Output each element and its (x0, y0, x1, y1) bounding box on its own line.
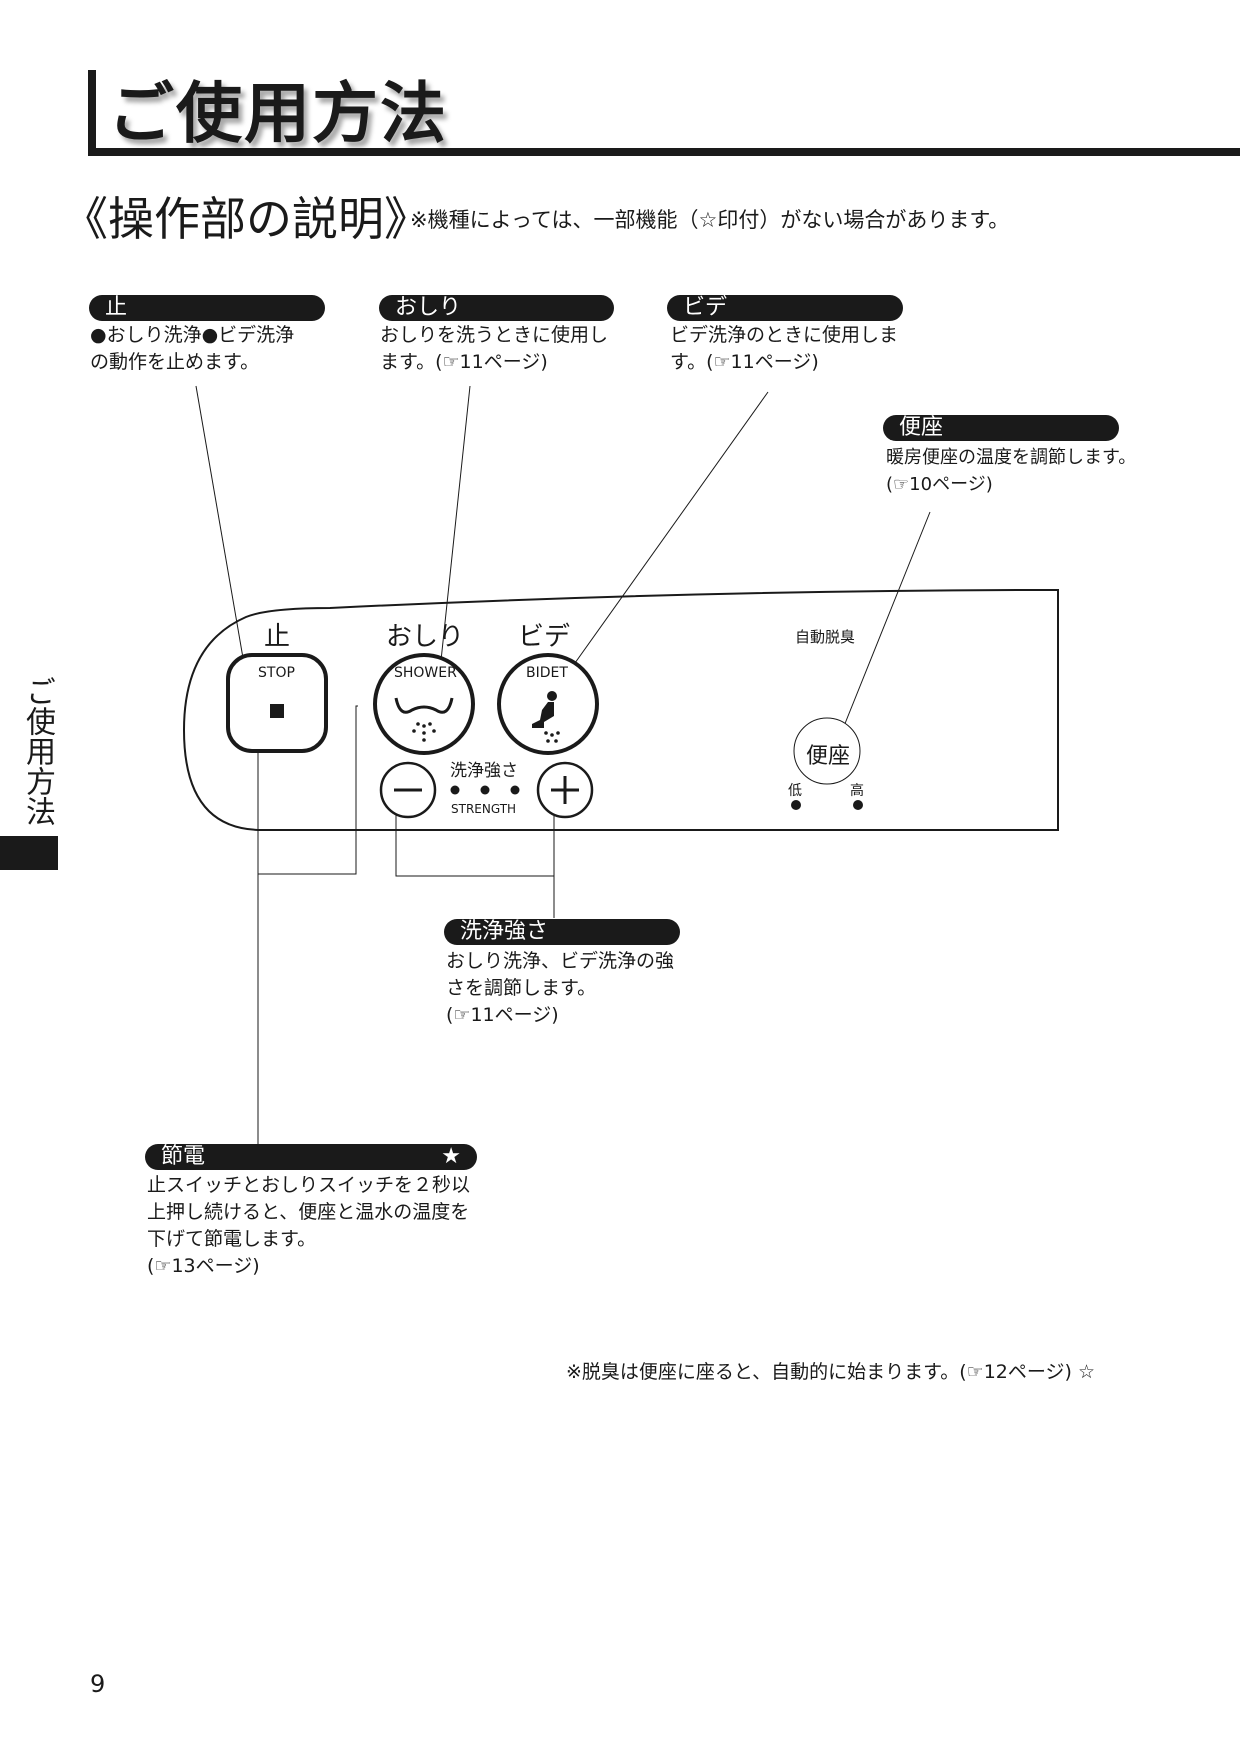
desc-line: (☞11ページ) (446, 1004, 559, 1026)
bidet-icon (532, 691, 560, 743)
callout-desc-strength: おしり洗浄、ビデ洗浄の強 さを調節します。 (☞11ページ) (446, 948, 674, 1029)
stop-square-icon (270, 704, 284, 718)
strength-dot (450, 785, 460, 795)
leader-power-save (257, 705, 358, 1144)
side-tab-label: ご使用方法 (20, 676, 55, 826)
leader-seat (839, 511, 931, 737)
deodorize-note: ※脱臭は便座に座ると、自動的に始まります。(☞12ページ) ☆ (566, 1361, 1095, 1383)
callout-desc-stop: ●おしり洗浄●ビデ洗浄 の動作を止めます。 (90, 322, 294, 376)
desc-line: す。(☞11ページ) (670, 351, 819, 373)
callout-desc-shower: おしりを洗うときに使用し ます。(☞11ページ) (380, 322, 608, 376)
page-number: 9 (90, 1670, 106, 1698)
header-rule (88, 148, 1240, 156)
bidet-button-label: ビデ (518, 622, 571, 652)
plus-icon (551, 776, 579, 804)
desc-line: (☞13ページ) (147, 1255, 260, 1277)
shower-button-sublabel[interactable]: SHOWER (394, 665, 457, 681)
desc-line: の動作を止めます。 (90, 351, 260, 373)
seat-button-shape (793, 717, 861, 785)
header-accent-bar (88, 70, 96, 156)
desc-line: さを調節します。 (446, 977, 597, 999)
stop-button-shape (226, 653, 328, 753)
section-note: ※機種によっては、一部機能（☆印付）がない場合があります。 (410, 208, 1010, 232)
desc-line: ●おしり洗浄●ビデ洗浄 (90, 324, 295, 346)
seat-high-dot (853, 800, 863, 810)
callout-label-text: ビデ (683, 295, 728, 320)
control-panel-outline (182, 588, 1059, 831)
shower-button-shape (373, 653, 475, 755)
stop-button-sublabel[interactable]: STOP (258, 665, 295, 681)
strength-sublabel: STRENGTH (451, 802, 517, 816)
desc-line: おしり洗浄、ビデ洗浄の強 (446, 950, 675, 972)
callout-label-text: 便座 (899, 415, 944, 440)
seat-high-label: 高 (850, 783, 864, 799)
deodorize-label: 自動脱臭 (795, 628, 856, 646)
stop-button-label: 止 (264, 622, 291, 652)
bidet-button-sublabel[interactable]: BIDET (526, 665, 568, 681)
leader-strength (395, 810, 555, 877)
callout-label-strength: 洗浄強さ (444, 919, 680, 945)
callout-label-text: おしり (395, 295, 462, 320)
callout-label-text: 洗浄強さ (460, 919, 549, 944)
strength-dot (480, 785, 490, 795)
callout-label-stop: 止 (89, 295, 325, 321)
desc-line: ます。(☞11ページ) (380, 351, 548, 373)
page-title: ご使用方法 (108, 75, 448, 152)
callout-label-power-save: 節電 ★ (145, 1144, 477, 1170)
desc-line: おしりを洗うときに使用し (380, 324, 609, 346)
callout-desc-bidet: ビデ洗浄のときに使用しま す。(☞11ページ) (670, 322, 898, 376)
side-tab-marker (0, 836, 58, 870)
shower-button-label: おしり (386, 622, 465, 652)
strength-dot (510, 785, 520, 795)
callout-label-seat: 便座 (883, 415, 1119, 441)
callout-label-text: 節電 (161, 1144, 206, 1169)
desc-line: (☞10ページ) (886, 474, 993, 495)
section-title: 《操作部の説明》 (62, 192, 430, 246)
callout-label-text: 止 (105, 295, 128, 320)
star-icon: ★ (441, 1144, 461, 1169)
callout-label-shower: おしり (379, 295, 614, 321)
callout-label-bidet: ビデ (667, 295, 903, 321)
shower-icon (394, 697, 454, 714)
desc-line: 下げて節電します。 (147, 1228, 317, 1250)
desc-line: ビデ洗浄のときに使用しま (670, 324, 899, 346)
strength-label: 洗浄強さ (450, 761, 518, 781)
leader-shower (439, 385, 471, 671)
seat-low-dot (791, 800, 801, 810)
desc-line: 暖房便座の温度を調節します。 (886, 447, 1137, 468)
callout-desc-power-save: 止スイッチとおしりスイッチを２秒以 上押し続けると、便座と温水の温度を 下げて節… (147, 1172, 470, 1280)
leader-bidet (569, 391, 769, 671)
leader-stop (195, 385, 244, 659)
desc-line: 止スイッチとおしりスイッチを２秒以 (147, 1174, 471, 1196)
seat-low-label: 低 (788, 783, 802, 799)
seat-button-label[interactable]: 便座 (806, 744, 851, 769)
desc-line: 上押し続けると、便座と温水の温度を (147, 1201, 470, 1223)
callout-desc-seat: 暖房便座の温度を調節します。 (☞10ページ) (886, 444, 1136, 498)
